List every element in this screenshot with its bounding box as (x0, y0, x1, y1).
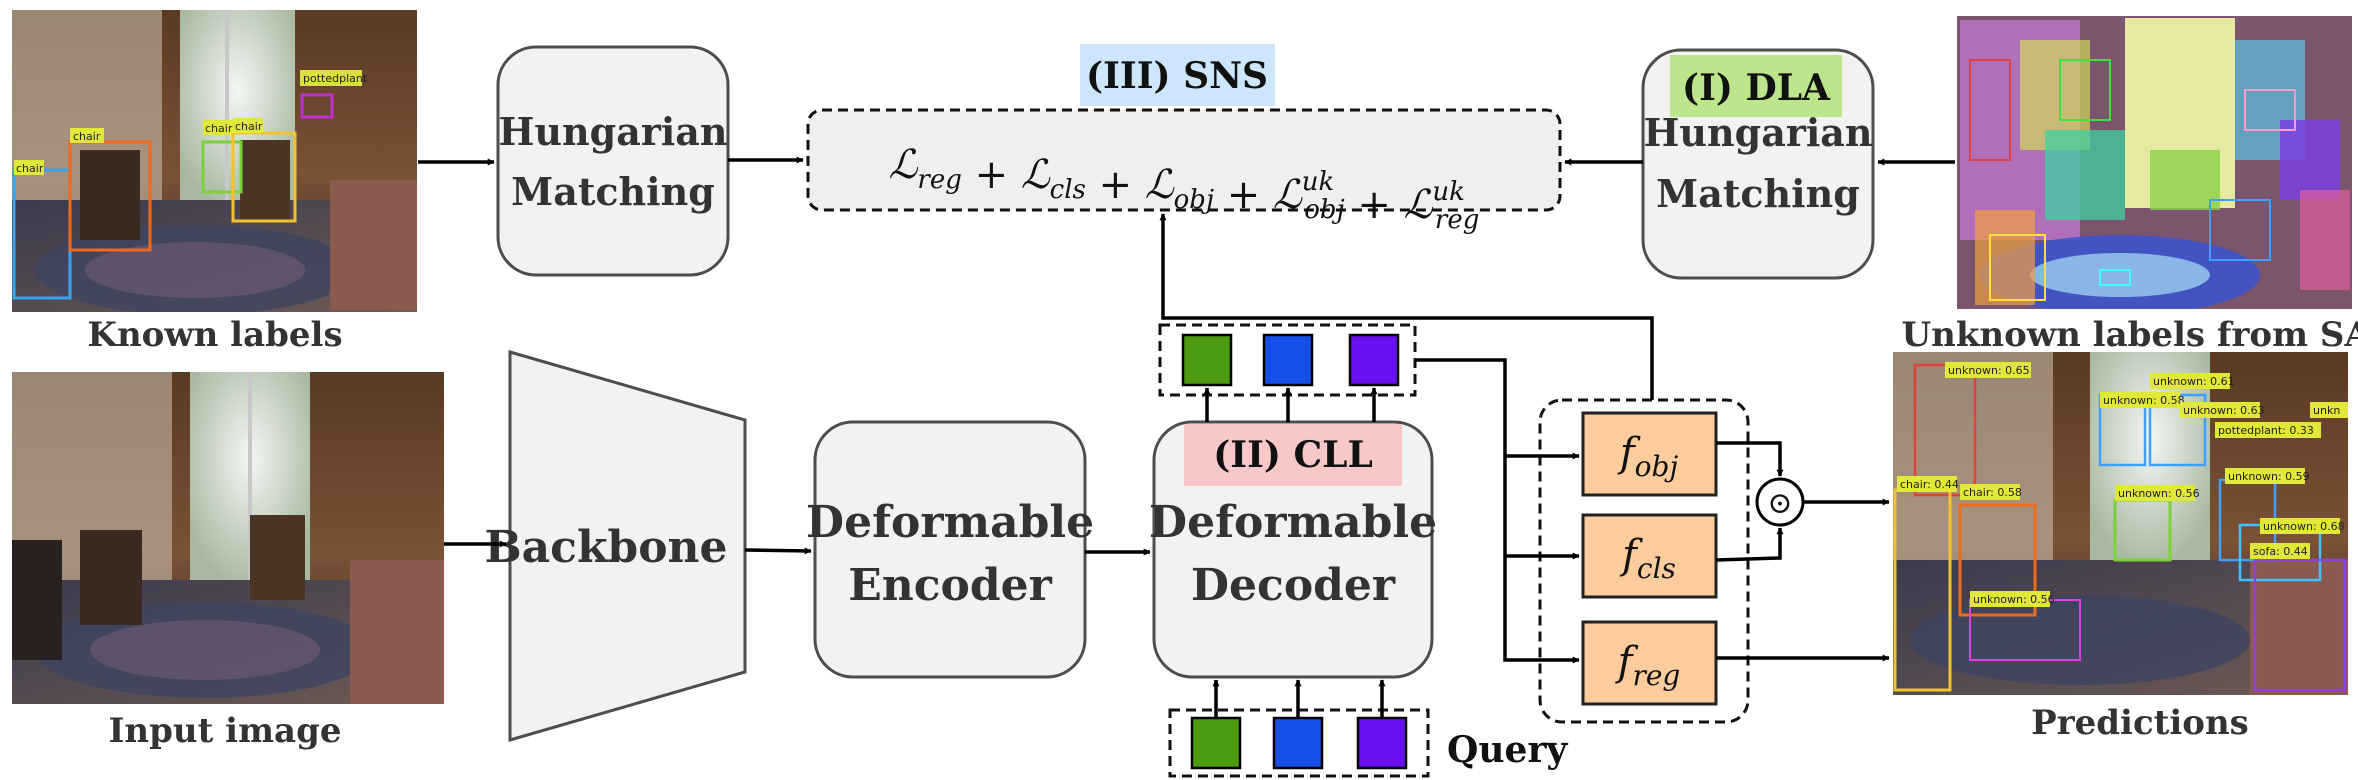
unknown-labels-image (1957, 16, 2352, 309)
head-subscript: obj (1635, 450, 1679, 483)
head-subscript: cls (1637, 552, 1676, 585)
pred-tag: unknown: 0.56 (1973, 593, 2055, 606)
deformable-encoder-block (813, 420, 1087, 679)
known-labels-image: pottedplant chair chair chair chair (12, 10, 417, 312)
query-label: Query (1447, 729, 1568, 771)
loss-term-symbol: ℒ (889, 142, 919, 188)
head-obj (1581, 411, 1718, 497)
loss-term-sup: uk (1302, 167, 1335, 197)
loss-term-symbol: ℒ (1273, 172, 1303, 218)
input-image (12, 372, 444, 704)
known-tag: chair (73, 130, 101, 143)
pred-tag: chair: 0.58 (1963, 486, 2022, 499)
loss-term-sub: reg (1435, 205, 1479, 235)
hungarian-matching-right-line1: Hungarian (1643, 110, 1872, 155)
loss-term-symbol: ℒ (1021, 152, 1051, 198)
pred-tag: unknown: 0.56 (2118, 487, 2200, 500)
known-tag: chair (16, 162, 44, 175)
heads-group (1538, 398, 1750, 724)
dla-label-bg (1670, 55, 1842, 117)
loss-plus: + (1345, 182, 1404, 228)
connectors (418, 156, 1955, 718)
sns-label-bg (1080, 44, 1275, 106)
loss-term-sub: cls (1050, 175, 1086, 205)
cll-label: (II) CLL (1213, 434, 1373, 476)
sns-label: (III) SNS (1086, 55, 1268, 97)
pred-tag: unknown: 0.61 (2153, 375, 2235, 388)
predictions-caption: Predictions (2031, 703, 2249, 743)
encoder-line2: Encoder (848, 560, 1052, 611)
loss-term-sub: reg (917, 165, 961, 195)
hadamard-symbol: ⊙ (1767, 486, 1792, 521)
arrow-backbone-to-encoder (744, 547, 812, 555)
encoder-line1: Deformable (806, 497, 1094, 548)
input-image-caption: Input image (109, 711, 342, 751)
arrow-obj-to-op (1716, 441, 1784, 477)
pred-tag: unknown: 0.59 (2228, 470, 2310, 483)
pred-tag: chair: 0.44 (1900, 478, 1959, 491)
pred-tag: unknown: 0.58 (2103, 394, 2185, 407)
hungarian-matching-left-line2: Matching (511, 169, 715, 214)
arrow-emb-to-reg (1415, 358, 1580, 664)
head-cls (1581, 513, 1718, 599)
arrow-cls-to-op (1715, 527, 1784, 562)
backbone-label: Backbone (484, 522, 727, 573)
loss-plus: + (962, 152, 1021, 198)
unknown-labels-caption: Unknown labels from SAM (1902, 315, 2358, 355)
cll-label-bg (1184, 424, 1402, 486)
pred-tag: unknown: 0.68 (2263, 520, 2345, 533)
backbone-block (508, 350, 747, 742)
predictions-image: unknown: 0.65 unknown: 0.61 unknown: 0.5… (1893, 352, 2348, 695)
known-tag: chair (235, 120, 263, 133)
query-purple (1356, 716, 1408, 770)
known-tag: pottedplant (303, 72, 368, 85)
pred-tag: unknown: 0.63 (2183, 404, 2265, 417)
hungarian-matching-left-line1: Hungarian (498, 109, 727, 154)
embedding-green (1181, 333, 1233, 387)
loss-plus: + (1086, 162, 1145, 208)
embedding-blue (1262, 333, 1314, 387)
loss-term-sub: obj (1304, 195, 1344, 225)
head-subscript: reg (1632, 659, 1680, 692)
head-reg (1581, 620, 1718, 706)
dla-label: (I) DLA (1682, 67, 1831, 109)
loss-term-sub: obj (1174, 185, 1214, 215)
hungarian-matching-left-block (496, 45, 730, 277)
decoder-line1: Deformable (1149, 497, 1437, 548)
embedding-purple (1348, 333, 1400, 387)
pred-tag: sofa: 0.44 (2253, 545, 2308, 558)
query-green (1190, 716, 1242, 770)
known-tag: chair (205, 122, 233, 135)
decoder-line2: Decoder (1191, 560, 1396, 611)
pred-tag: unknown: 0.65 (1948, 364, 2030, 377)
pred-tag: pottedplant: 0.33 (2218, 424, 2314, 437)
loss-plus: + (1214, 172, 1273, 218)
known-labels-caption: Known labels (87, 315, 342, 355)
loss-term-symbol: ℒ (1145, 162, 1175, 208)
hungarian-matching-right-line2: Matching (1656, 171, 1860, 216)
arrow-heads-to-loss (1159, 213, 1654, 400)
loss-term-sup: uk (1432, 177, 1465, 207)
loss-box (806, 108, 1562, 212)
pred-tag: unkn (2313, 404, 2340, 417)
query-blue (1272, 716, 1324, 770)
loss-term-symbol: ℒ (1404, 182, 1434, 228)
